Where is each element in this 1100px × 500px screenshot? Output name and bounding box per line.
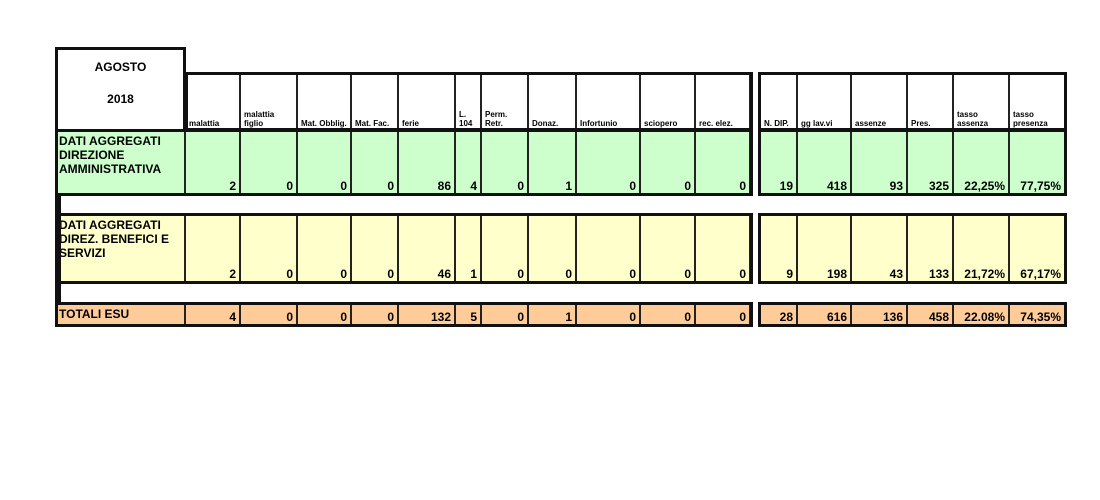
table-cell: 19 bbox=[760, 130, 797, 195]
column-header: Mat. Fac. bbox=[351, 73, 398, 131]
column-header: tasso presenza bbox=[1009, 73, 1065, 131]
table-cell: 458 bbox=[907, 303, 953, 326]
period-title: AGOSTO 2018 bbox=[55, 47, 186, 131]
table-cell: 0 bbox=[297, 130, 351, 195]
column-header: N. DIP. bbox=[760, 73, 797, 131]
column-header: Mat. Obblig. bbox=[297, 73, 351, 131]
table-cell: 67,17% bbox=[1009, 214, 1065, 283]
table-cell: 0 bbox=[240, 303, 297, 326]
table-cell: 0 bbox=[640, 130, 695, 195]
table-cell: 0 bbox=[351, 214, 398, 283]
column-header: rec. elez. bbox=[695, 73, 750, 131]
table-cell: 0 bbox=[297, 214, 351, 283]
table-cell: 43 bbox=[851, 214, 907, 283]
table-cell: 0 bbox=[481, 130, 528, 195]
table-cell: 0 bbox=[695, 130, 750, 195]
table-cell: 4 bbox=[185, 303, 240, 326]
column-header: sciopero bbox=[640, 73, 695, 131]
table-cell: 0 bbox=[351, 303, 398, 326]
table-cell: 133 bbox=[907, 214, 953, 283]
column-header: gg lav.vi bbox=[797, 73, 851, 131]
table-cell: 616 bbox=[797, 303, 851, 326]
row-label: TOTALI ESU bbox=[55, 303, 185, 326]
table-cell: 28 bbox=[760, 303, 797, 326]
column-header: Perm. Retr. bbox=[481, 73, 528, 131]
table-cell: 0 bbox=[481, 214, 528, 283]
table-cell: 0 bbox=[576, 130, 640, 195]
table-cell: 1 bbox=[528, 303, 576, 326]
table-cell: 0 bbox=[695, 303, 750, 326]
row-label: DATI AGGREGATI DIREZIONE AMMINISTRATIVA bbox=[55, 130, 185, 195]
table-cell: 0 bbox=[576, 214, 640, 283]
column-header: assenze bbox=[851, 73, 907, 131]
table-cell: 22.08% bbox=[953, 303, 1009, 326]
table-cell: 4 bbox=[455, 130, 481, 195]
column-header: malattia figlio bbox=[240, 73, 297, 131]
table-cell: 2 bbox=[185, 214, 240, 283]
column-header: Pres. bbox=[907, 73, 953, 131]
table-cell: 0 bbox=[240, 130, 297, 195]
table-cell: 46 bbox=[398, 214, 455, 283]
table-cell: 0 bbox=[640, 303, 695, 326]
table-cell: 93 bbox=[851, 130, 907, 195]
table-cell: 0 bbox=[240, 214, 297, 283]
table-cell: 74,35% bbox=[1009, 303, 1065, 326]
year-label: 2018 bbox=[107, 92, 134, 106]
table-cell: 418 bbox=[797, 130, 851, 195]
table-cell: 132 bbox=[398, 303, 455, 326]
table-cell: 77,75% bbox=[1009, 130, 1065, 195]
table-cell: 0 bbox=[528, 214, 576, 283]
table-cell: 0 bbox=[297, 303, 351, 326]
table-cell: 21,72% bbox=[953, 214, 1009, 283]
table-cell: 325 bbox=[907, 130, 953, 195]
column-header: L. 104 bbox=[455, 73, 481, 131]
column-header: tasso assenza bbox=[953, 73, 1009, 131]
table-cell: 198 bbox=[797, 214, 851, 283]
table-cell: 0 bbox=[351, 130, 398, 195]
table-cell: 1 bbox=[528, 130, 576, 195]
column-header: Donaz. bbox=[528, 73, 576, 131]
table-cell: 0 bbox=[695, 214, 750, 283]
table-cell: 5 bbox=[455, 303, 481, 326]
month-label: AGOSTO bbox=[94, 60, 147, 74]
column-header: Infortunio bbox=[576, 73, 640, 131]
table-cell: 0 bbox=[640, 214, 695, 283]
row-label: DATI AGGREGATI DIREZ. BENEFICI E SERVIZI bbox=[55, 214, 185, 283]
table-cell: 9 bbox=[760, 214, 797, 283]
table-cell: 22,25% bbox=[953, 130, 1009, 195]
table-cell: 0 bbox=[481, 303, 528, 326]
table-cell: 86 bbox=[398, 130, 455, 195]
table-cell: 0 bbox=[576, 303, 640, 326]
table-cell: 136 bbox=[851, 303, 907, 326]
column-header: malattia bbox=[185, 73, 240, 131]
column-header: ferie bbox=[398, 73, 455, 131]
table-cell: 1 bbox=[455, 214, 481, 283]
table-cell: 2 bbox=[185, 130, 240, 195]
